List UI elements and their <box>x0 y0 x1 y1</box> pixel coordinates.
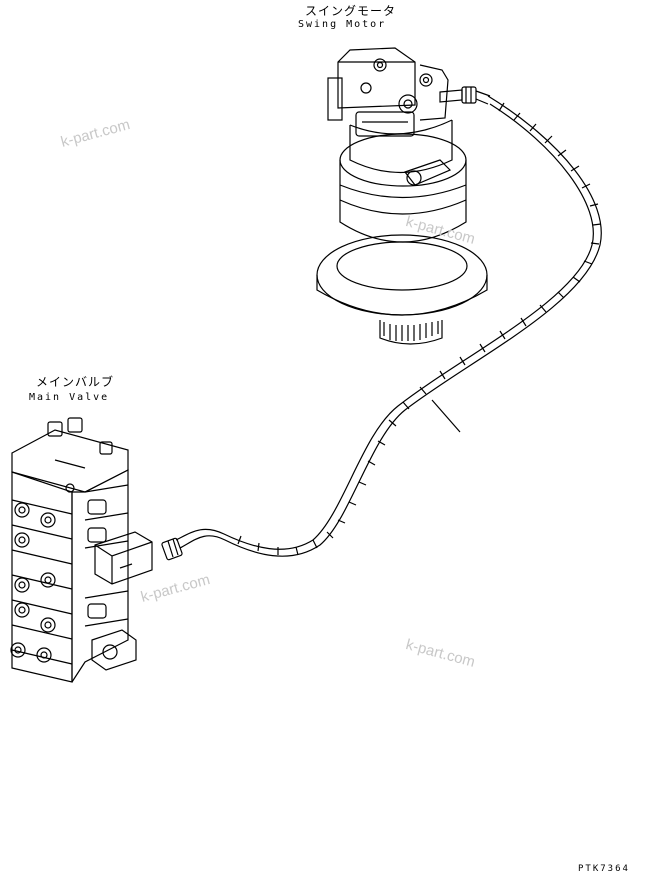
main-valve-label-en: Main Valve <box>29 392 110 403</box>
swing-motor-label-en: Swing Motor <box>298 19 387 30</box>
main-valve-label-jp: メインバルブ <box>36 375 115 389</box>
main-valve <box>10 417 153 683</box>
swing-motor <box>316 47 491 345</box>
hose <box>161 95 602 561</box>
swing-motor-label-jp: スイングモータ <box>305 4 397 18</box>
drawing-code: PTK7364 <box>578 864 630 874</box>
